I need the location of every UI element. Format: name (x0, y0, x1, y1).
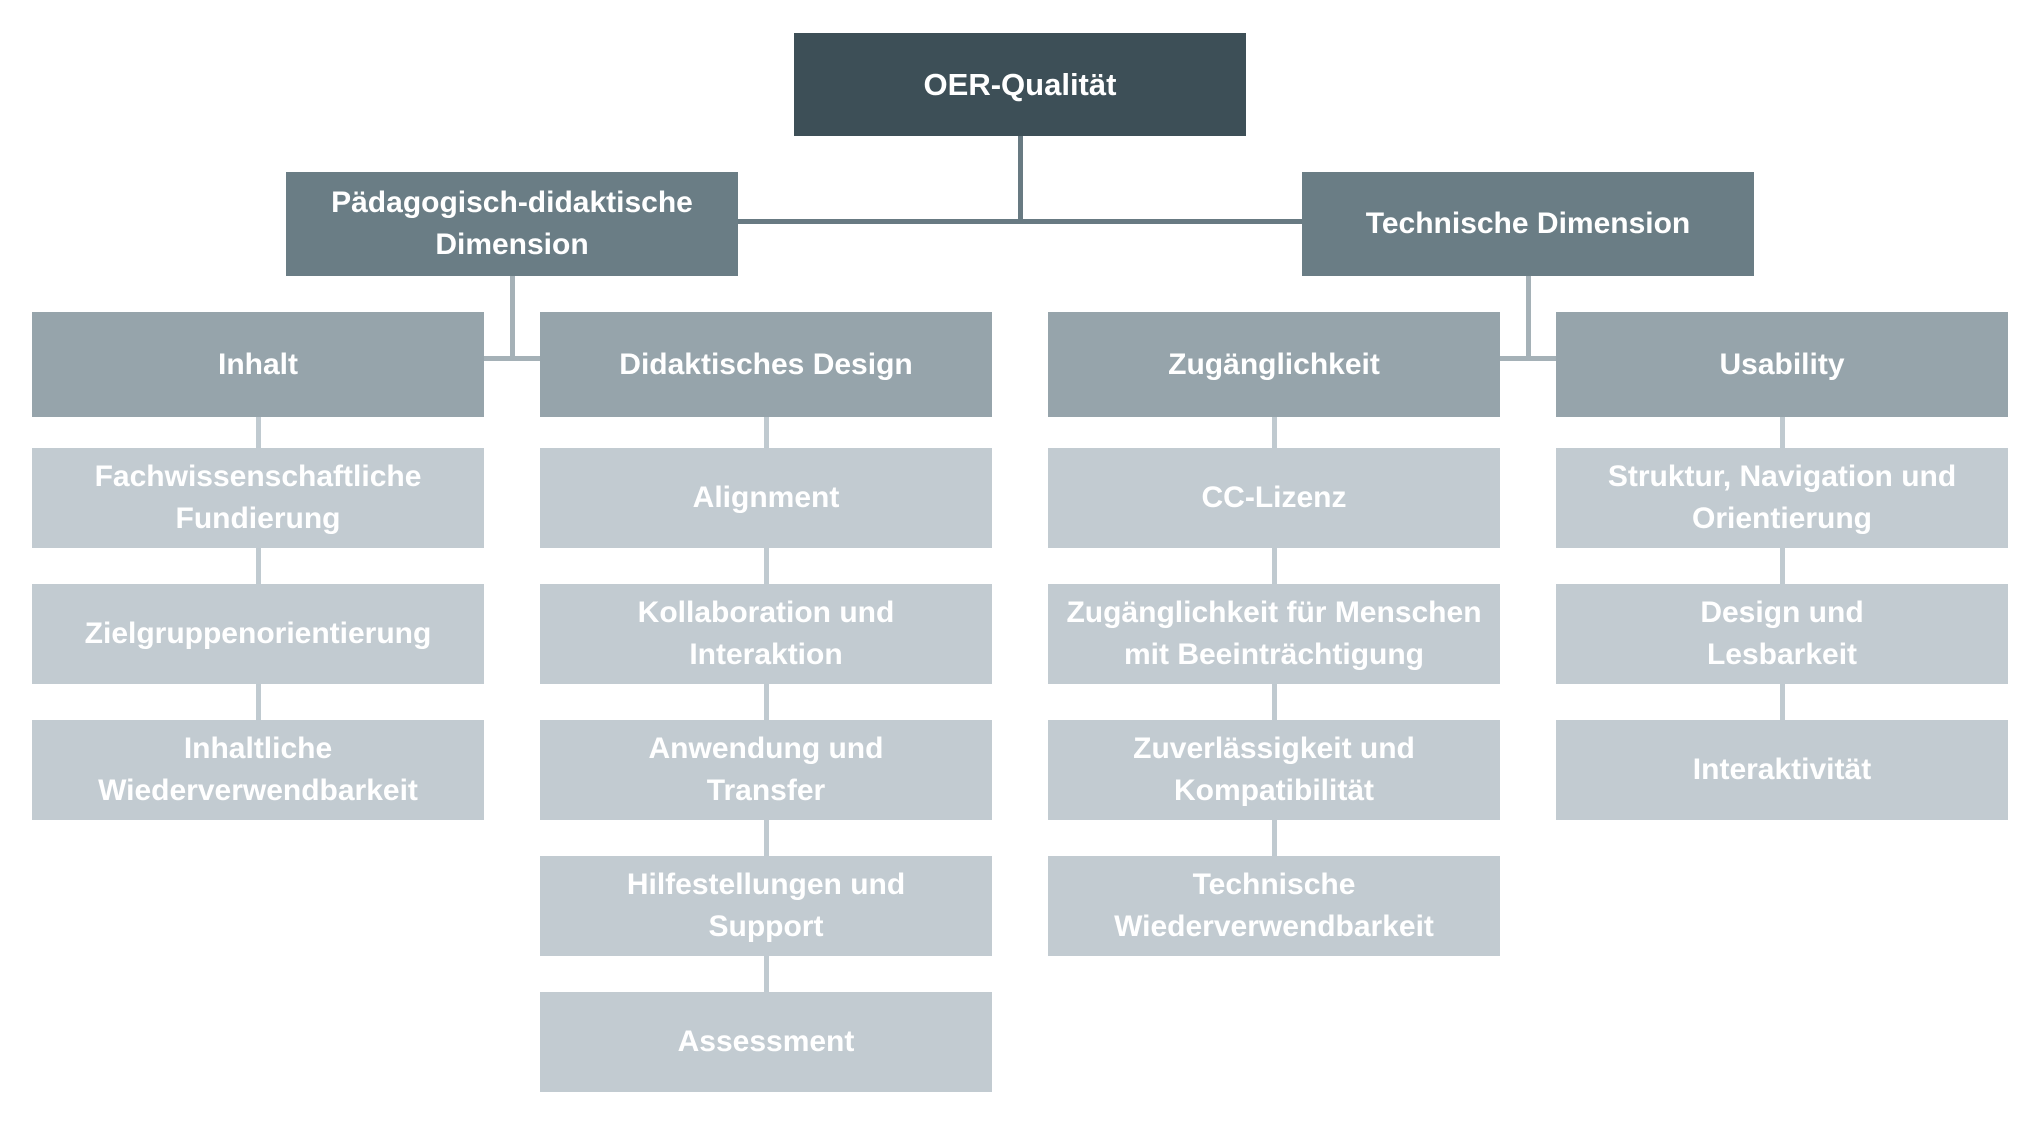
connector-zugaenglichkeit-3 (1272, 820, 1277, 856)
node-anwendung-und-transfer: Anwendung und Transfer (540, 720, 992, 820)
node-alignment: Alignment (540, 448, 992, 548)
connector-didaktisches-0 (764, 417, 769, 448)
connector-usability-2 (1780, 684, 1785, 720)
node-cc-lizenz: CC-Lizenz (1048, 448, 1500, 548)
node-zugaenglichkeit-fuer-menschen-mit-beeintraechtigung: Zugänglichkeit für Menschen mit Beeinträ… (1048, 584, 1500, 684)
connector-didaktisches-2 (764, 684, 769, 720)
node-struktur-navigation-und-orientierung: Struktur, Navigation und Orientierung (1556, 448, 2008, 548)
connector-root-bar (738, 219, 1302, 224)
node-interaktivitaet: Interaktivität (1556, 720, 2008, 820)
node-usability: Usability (1556, 312, 2008, 417)
connector-usability-1 (1780, 548, 1785, 584)
node-inhalt: Inhalt (32, 312, 484, 417)
node-paedagogisch-didaktische-dimension: Pädagogisch-didaktische Dimension (286, 172, 738, 276)
node-inhaltliche-wiederverwendbarkeit: Inhaltliche Wiederverwendbarkeit (32, 720, 484, 820)
node-kollaboration-und-interaktion: Kollaboration und Interaktion (540, 584, 992, 684)
node-zugaenglichkeit: Zugänglichkeit (1048, 312, 1500, 417)
node-design-und-lesbarkeit: Design und Lesbarkeit (1556, 584, 2008, 684)
connector-technische-bar (1500, 356, 1556, 361)
connector-paedagogisch-drop (510, 276, 515, 361)
node-assessment: Assessment (540, 992, 992, 1092)
node-zuverlaessigkeit-und-kompatibilitaet: Zuverlässigkeit und Kompatibilität (1048, 720, 1500, 820)
node-technische-wiederverwendbarkeit: Technische Wiederverwendbarkeit (1048, 856, 1500, 956)
node-didaktisches-design: Didaktisches Design (540, 312, 992, 417)
connector-inhalt-0 (256, 417, 261, 448)
connector-inhalt-2 (256, 684, 261, 720)
connector-technische-drop (1526, 276, 1531, 361)
connector-didaktisches-4 (764, 956, 769, 992)
connector-usability-0 (1780, 417, 1785, 448)
node-fachwissenschaftliche-fundierung: Fachwissenschaftliche Fundierung (32, 448, 484, 548)
connector-didaktisches-3 (764, 820, 769, 856)
node-oer-qualitaet: OER-Qualität (794, 33, 1246, 136)
connector-zugaenglichkeit-1 (1272, 548, 1277, 584)
connector-didaktisches-1 (764, 548, 769, 584)
connector-inhalt-1 (256, 548, 261, 584)
connector-root-drop (1018, 136, 1023, 222)
node-technische-dimension: Technische Dimension (1302, 172, 1754, 276)
node-zielgruppenorientierung: Zielgruppenorientierung (32, 584, 484, 684)
connector-zugaenglichkeit-2 (1272, 684, 1277, 720)
node-hilfestellungen-und-support: Hilfestellungen und Support (540, 856, 992, 956)
connector-paedagogisch-bar (484, 356, 540, 361)
connector-zugaenglichkeit-0 (1272, 417, 1277, 448)
